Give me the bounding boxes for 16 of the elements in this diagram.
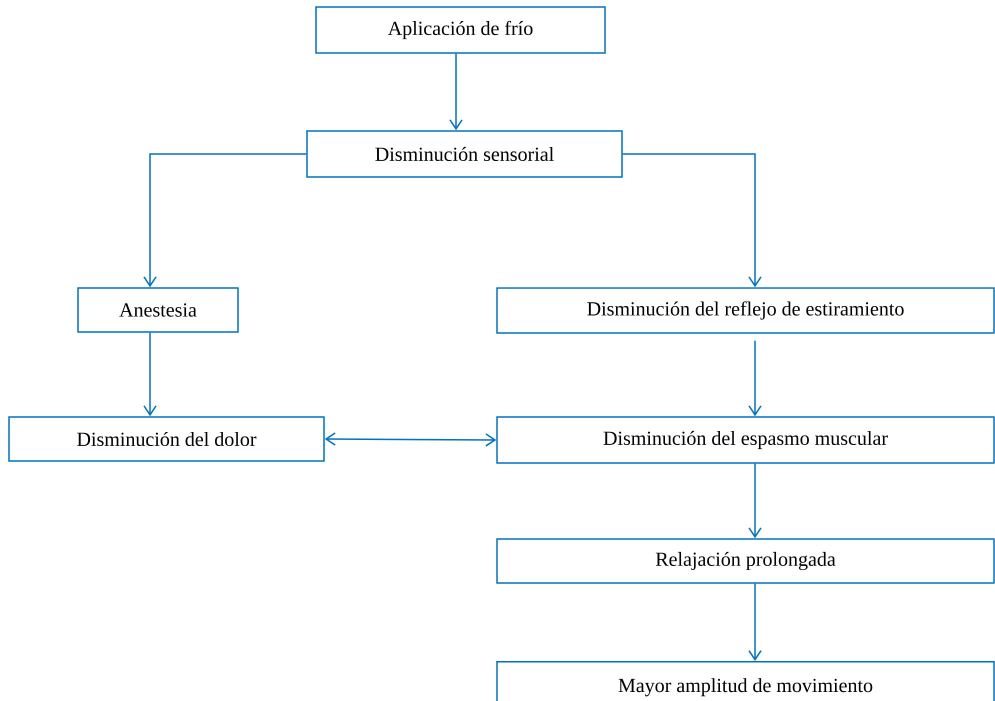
arrow [143,332,157,416]
arrow [324,432,496,447]
process-box: Disminución del espasmo muscular [496,416,995,464]
process-box: Disminución del dolor [8,416,325,462]
arrow [748,464,762,538]
process-box: Anestesia [77,287,239,333]
process-box: Mayor amplitud de movimiento [496,661,995,701]
process-box: Disminución sensorial [306,130,623,178]
arrow [622,153,762,288]
arrow [748,340,762,416]
arrow [748,584,762,661]
arrow [449,54,463,130]
process-box: Relajación prolongada [496,538,995,584]
process-box: Disminución del reflejo de estiramiento [496,287,995,334]
arrow [143,153,306,288]
process-box: Aplicación de frío [315,6,606,54]
